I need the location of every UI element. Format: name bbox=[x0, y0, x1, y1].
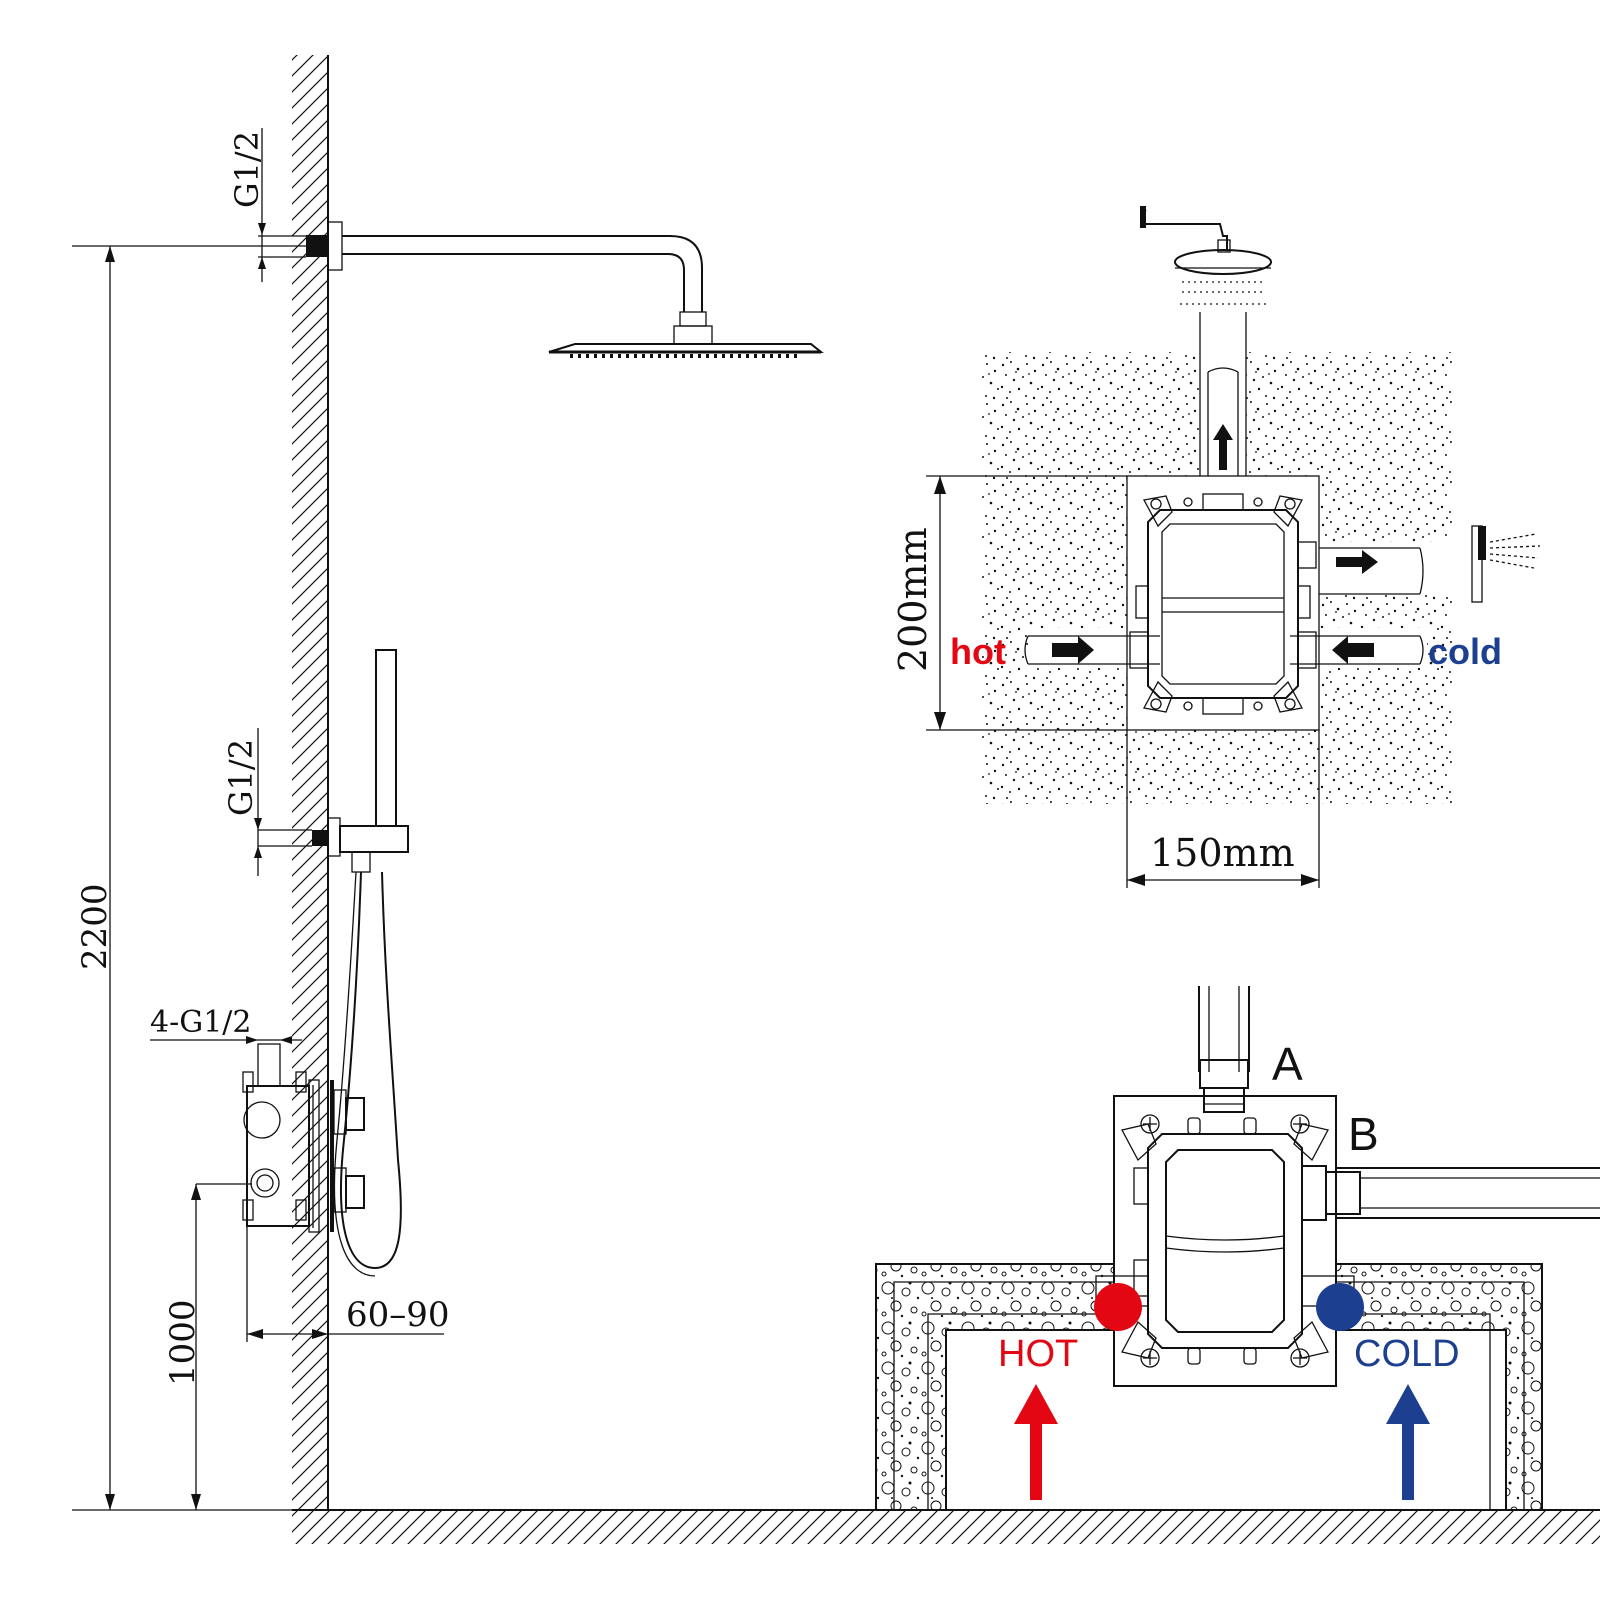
height-total-label: 2200 bbox=[75, 883, 115, 970]
thread-label-valve: 4-G1/2 bbox=[150, 1005, 251, 1040]
depth-range-label: 60–90 bbox=[346, 1295, 450, 1335]
plan-lines bbox=[1024, 312, 1424, 731]
valve-box-side bbox=[242, 1043, 365, 1233]
flow-arrows bbox=[1052, 424, 1378, 664]
rain-shower-head-icon bbox=[548, 343, 824, 358]
plan-width-label: 150mm bbox=[1150, 831, 1295, 875]
plan-dimensions bbox=[926, 475, 1320, 888]
height-valve-label: 1000 bbox=[163, 1299, 203, 1386]
install-pipes bbox=[1198, 986, 1600, 1219]
plan-height-label: 200mm bbox=[891, 527, 935, 672]
port-a-label: A bbox=[1272, 1038, 1303, 1090]
install-hot-label: HOT bbox=[998, 1333, 1078, 1375]
hot-inlet-marker bbox=[1014, 1283, 1142, 1500]
install-insulation bbox=[875, 1096, 1543, 1510]
floor bbox=[292, 1509, 1600, 1544]
dimension-lines bbox=[72, 128, 444, 1511]
plan-wall-fill bbox=[982, 300, 1469, 804]
port-b-label: B bbox=[1348, 1108, 1379, 1160]
mini-hand-shower-icon bbox=[1471, 525, 1541, 603]
plan-hot-label: hot bbox=[950, 631, 1006, 672]
mini-rain-shower-icon bbox=[1140, 206, 1272, 305]
thread-label-hand-shower: G1/2 bbox=[222, 739, 260, 816]
cold-inlet-marker bbox=[1316, 1283, 1430, 1500]
install-cold-label: COLD bbox=[1354, 1333, 1460, 1375]
plan-mixing-box bbox=[1129, 493, 1317, 715]
hand-shower-holder bbox=[258, 649, 409, 1277]
plan-cold-label: cold bbox=[1428, 631, 1502, 672]
thread-label-top: G1/2 bbox=[228, 131, 266, 208]
wall bbox=[292, 55, 329, 1510]
shower-arm bbox=[306, 221, 713, 345]
